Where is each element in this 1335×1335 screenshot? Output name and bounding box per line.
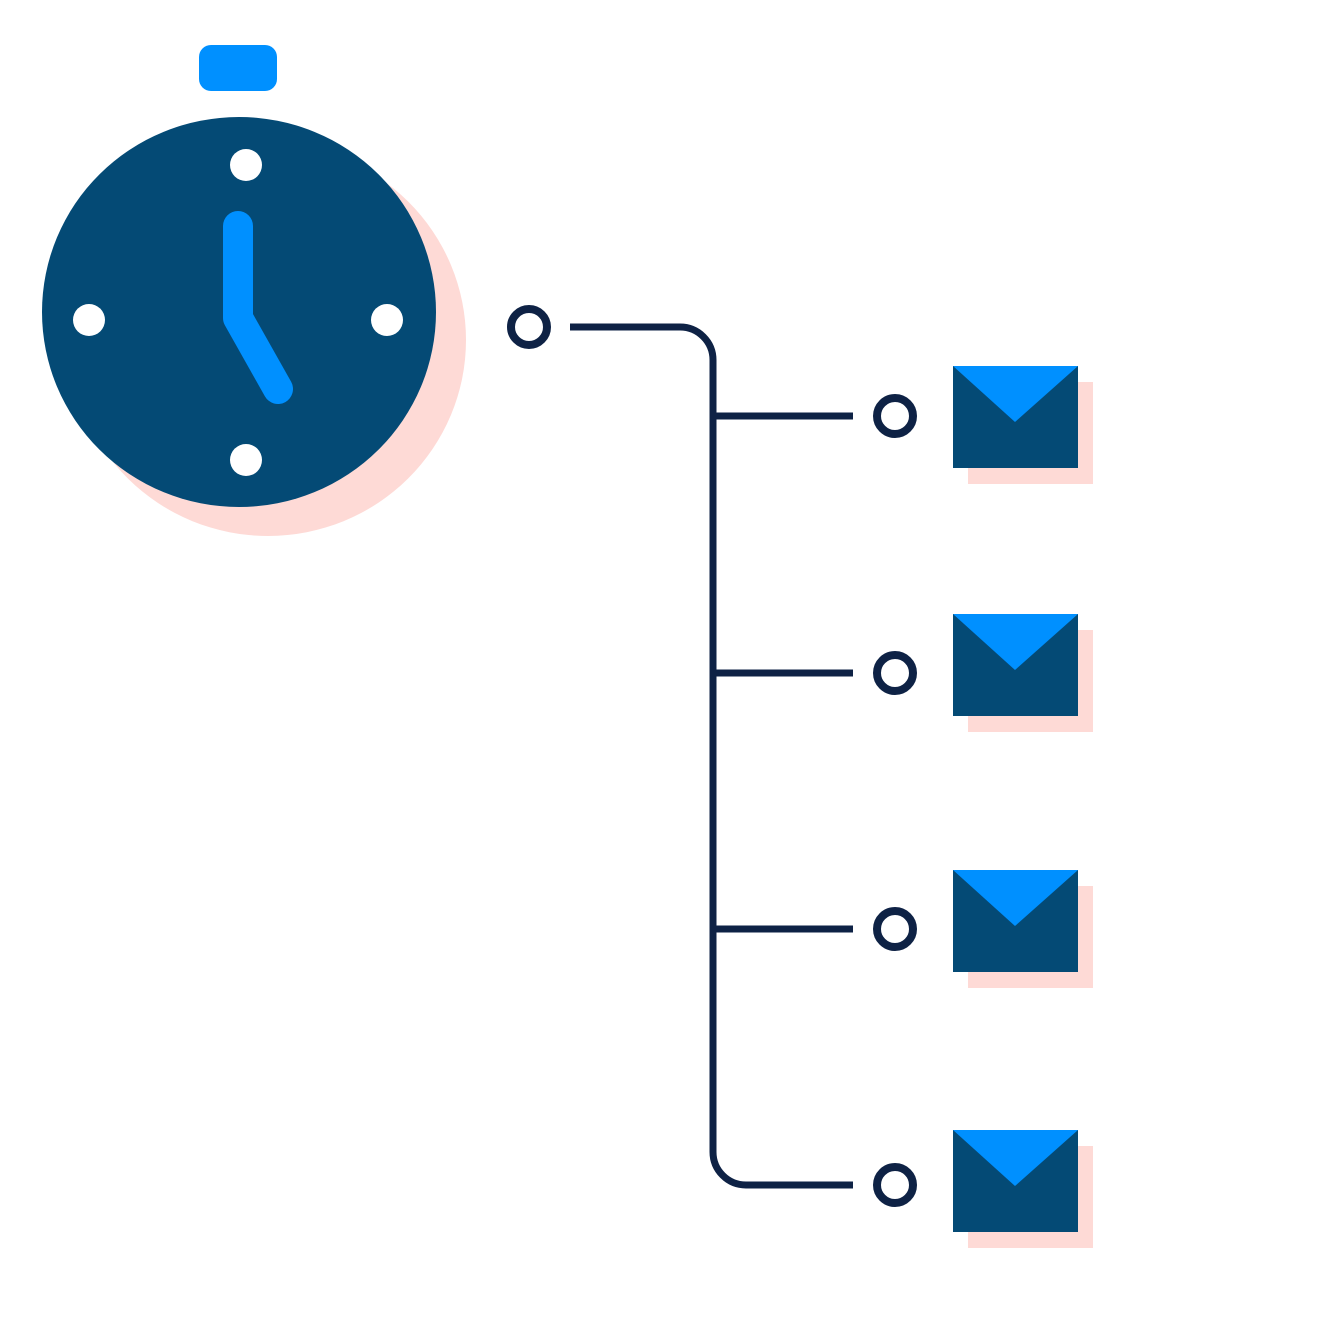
branch-node-icon xyxy=(873,1163,917,1207)
stopwatch-button xyxy=(199,45,277,91)
tick-6 xyxy=(230,444,262,476)
stopwatch-icon xyxy=(42,45,466,536)
tick-3 xyxy=(371,304,403,336)
tick-12 xyxy=(230,149,262,181)
branch-node-icon xyxy=(873,394,917,438)
clock-hands xyxy=(223,211,293,404)
branch-node-icon xyxy=(873,651,917,695)
envelope-icon xyxy=(953,614,1093,732)
trunk-line xyxy=(570,323,853,1189)
envelope-icon xyxy=(953,1130,1093,1248)
source-node-icon xyxy=(507,305,551,349)
tick-9 xyxy=(73,304,105,336)
envelope-icon xyxy=(953,870,1093,988)
envelope-icon xyxy=(953,366,1093,484)
branch-node-icon xyxy=(873,907,917,951)
connector-tree xyxy=(570,323,853,1189)
